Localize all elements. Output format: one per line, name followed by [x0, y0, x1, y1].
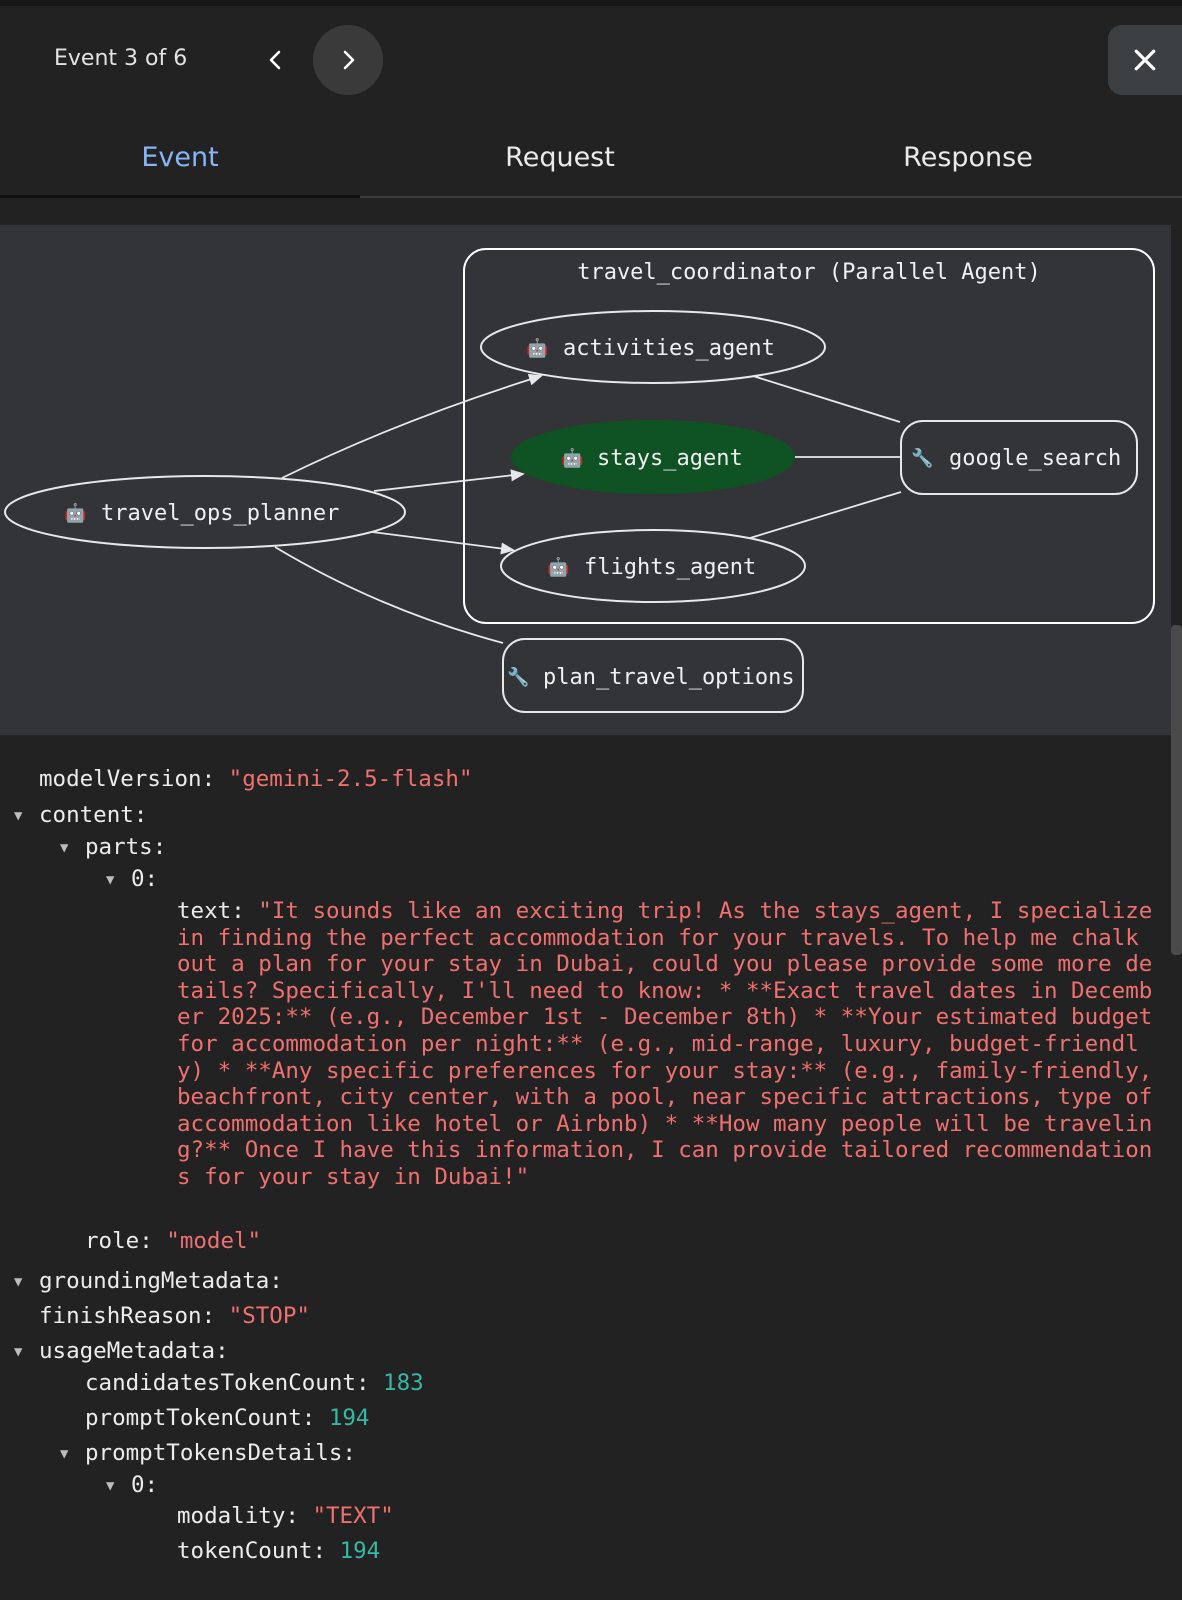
robot-icon: 🤖	[561, 447, 583, 469]
event-header: Event 3 of 6	[0, 6, 1182, 118]
json-key: modality	[177, 1503, 286, 1529]
json-key: text	[177, 898, 232, 924]
json-key: promptTokenCount	[85, 1405, 302, 1431]
json-key: role	[85, 1228, 140, 1254]
cluster-label: travel_coordinator (Parallel Agent)	[577, 260, 1041, 285]
plan-travel-options-label: plan_travel_options	[543, 665, 795, 690]
google-search-node[interactable]: 🔧 google_search	[900, 420, 1138, 495]
collapse-caret-icon[interactable]: ▼	[60, 840, 69, 856]
json-string: "gemini-2.5-flash"	[228, 766, 473, 792]
travel-ops-planner-label: travel_ops_planner	[101, 501, 339, 526]
graph-edges	[274, 373, 902, 644]
json-key: modelVersion	[39, 766, 202, 792]
json-key: candidatesTokenCount	[85, 1370, 356, 1396]
json-key: promptTokensDetails	[85, 1440, 343, 1466]
json-string: "model"	[166, 1228, 262, 1254]
json-key: tokenCount	[177, 1538, 313, 1564]
wrench-icon: 🔧	[507, 666, 529, 688]
scrollbar-thumb[interactable]	[1171, 625, 1182, 955]
parts-row[interactable]: parts:	[85, 834, 167, 860]
parts-index-row[interactable]: 0:	[131, 866, 159, 892]
google-search-label: google_search	[949, 446, 1121, 471]
close-icon	[1134, 49, 1156, 71]
collapse-caret-icon[interactable]: ▼	[106, 1478, 115, 1494]
json-string: "STOP"	[228, 1303, 310, 1329]
json-string: "It sounds like an exciting trip! As the…	[177, 898, 1153, 1190]
robot-icon: 🤖	[547, 556, 569, 578]
role-row: role: "model"	[85, 1228, 262, 1254]
prompt-token-count-row: promptTokenCount: 194	[85, 1405, 370, 1431]
tab-response[interactable]: Response	[903, 141, 1033, 173]
collapse-caret-icon[interactable]: ▼	[14, 808, 23, 824]
close-button[interactable]	[1108, 25, 1182, 95]
tab-bar: Event Request Response	[0, 118, 1182, 198]
json-number: 183	[383, 1370, 424, 1396]
tab-request[interactable]: Request	[505, 141, 615, 173]
json-key: parts	[85, 834, 153, 860]
top-band	[0, 0, 1182, 6]
stays-agent-node[interactable]: 🤖 stays_agent	[511, 420, 795, 494]
prompt-tokens-details-row[interactable]: promptTokensDetails:	[85, 1440, 356, 1466]
travel-coordinator-cluster	[463, 248, 1155, 624]
plan-travel-options-node[interactable]: 🔧 plan_travel_options	[502, 638, 804, 713]
chevron-right-icon	[343, 50, 355, 70]
flights-agent-label: flights_agent	[584, 555, 756, 580]
token-count-row: tokenCount: 194	[177, 1538, 381, 1564]
text-value: text: "It sounds like an exciting trip! …	[177, 898, 1153, 1190]
json-key: 0	[131, 1472, 145, 1498]
previous-event-button[interactable]	[241, 25, 311, 95]
wrench-icon: 🔧	[911, 447, 933, 469]
json-key: 0	[131, 866, 145, 892]
finish-reason-row: finishReason: "STOP"	[39, 1303, 310, 1329]
robot-icon: 🤖	[526, 337, 548, 359]
json-key: usageMetadata	[39, 1338, 216, 1364]
grounding-metadata-row[interactable]: groundingMetadata:	[39, 1268, 283, 1294]
json-key: finishReason	[39, 1303, 202, 1329]
collapse-caret-icon[interactable]: ▼	[60, 1446, 69, 1462]
details-index-row[interactable]: 0:	[131, 1472, 159, 1498]
json-number: 194	[328, 1405, 370, 1431]
active-tab-indicator	[0, 195, 360, 198]
model-version-row: modelVersion: "gemini-2.5-flash"	[39, 766, 473, 792]
content-row[interactable]: content:	[39, 802, 148, 828]
flights-agent-node[interactable]: 🤖 flights_agent	[500, 529, 806, 603]
json-key: groundingMetadata	[39, 1268, 270, 1294]
stays-agent-label: stays_agent	[597, 446, 743, 471]
activities-agent-node[interactable]: 🤖 activities_agent	[480, 310, 826, 384]
json-number: 194	[339, 1538, 381, 1564]
usage-metadata-row[interactable]: usageMetadata:	[39, 1338, 229, 1364]
collapse-caret-icon[interactable]: ▼	[14, 1274, 23, 1290]
next-event-button[interactable]	[313, 25, 383, 95]
json-string: "TEXT"	[312, 1503, 394, 1529]
chevron-left-icon	[269, 50, 281, 70]
travel-ops-planner-node[interactable]: 🤖 travel_ops_planner	[4, 475, 406, 549]
collapse-caret-icon[interactable]: ▼	[14, 1344, 23, 1360]
robot-icon: 🤖	[64, 502, 86, 524]
candidates-token-count-row: candidatesTokenCount: 183	[85, 1370, 424, 1396]
json-key: content	[39, 802, 134, 828]
event-counter: Event 3 of 6	[54, 46, 188, 71]
tab-event[interactable]: Event	[141, 141, 219, 173]
modality-row: modality: "TEXT"	[177, 1503, 394, 1529]
activities-agent-label: activities_agent	[563, 336, 775, 361]
collapse-caret-icon[interactable]: ▼	[106, 872, 115, 888]
agent-graph: travel_coordinator (Parallel Agent) 🤖 tr…	[0, 225, 1171, 735]
